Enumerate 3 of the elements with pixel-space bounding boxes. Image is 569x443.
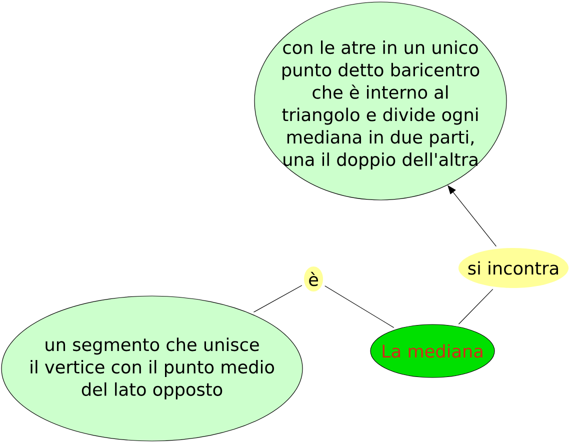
connector-line xyxy=(253,285,302,312)
connector-line xyxy=(324,286,394,328)
connector-line xyxy=(458,288,494,324)
